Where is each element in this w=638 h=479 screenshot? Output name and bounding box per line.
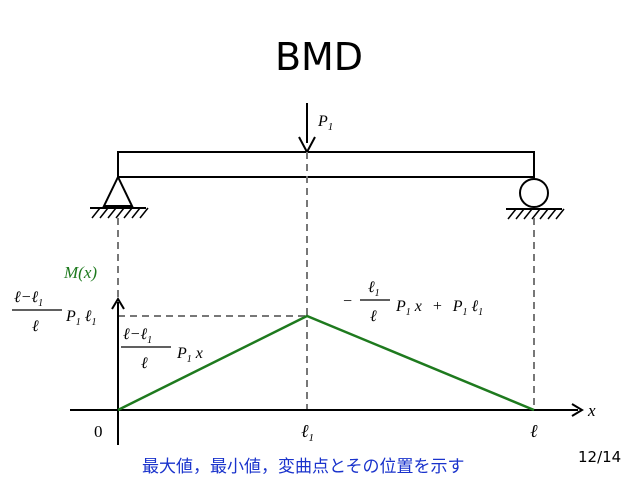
l-label: ℓ [530, 421, 538, 441]
x-axis-label: x [587, 401, 596, 420]
roller-support [506, 178, 565, 220]
pin-support [90, 174, 149, 219]
beam [117, 151, 535, 178]
page-title: BMD [275, 35, 363, 79]
page-number: 12/14 [578, 448, 621, 466]
l1-label: ℓ1 [301, 421, 314, 444]
right-sign: − [343, 293, 352, 310]
peak-numerator: ℓ−ℓ1 [14, 289, 43, 309]
load-label: P1 [317, 113, 333, 133]
axes [70, 297, 584, 445]
slide-caption: 最大値，最小値，変曲点とその位置を示す [142, 457, 465, 477]
y-axis-arrow [111, 297, 125, 310]
right-denominator: ℓ [370, 308, 377, 325]
moment-curve [117, 314, 535, 412]
left-denominator: ℓ [141, 355, 148, 372]
origin-label: 0 [94, 422, 103, 441]
left-numerator: ℓ−ℓ1 [123, 326, 152, 346]
peak-denominator: ℓ [32, 318, 39, 335]
right-numerator: ℓ1 [368, 279, 380, 299]
y-axis-label: M(x) [63, 263, 97, 282]
load-arrow [298, 103, 316, 155]
x-axis-arrow [571, 403, 584, 417]
guide-lines [117, 152, 535, 410]
